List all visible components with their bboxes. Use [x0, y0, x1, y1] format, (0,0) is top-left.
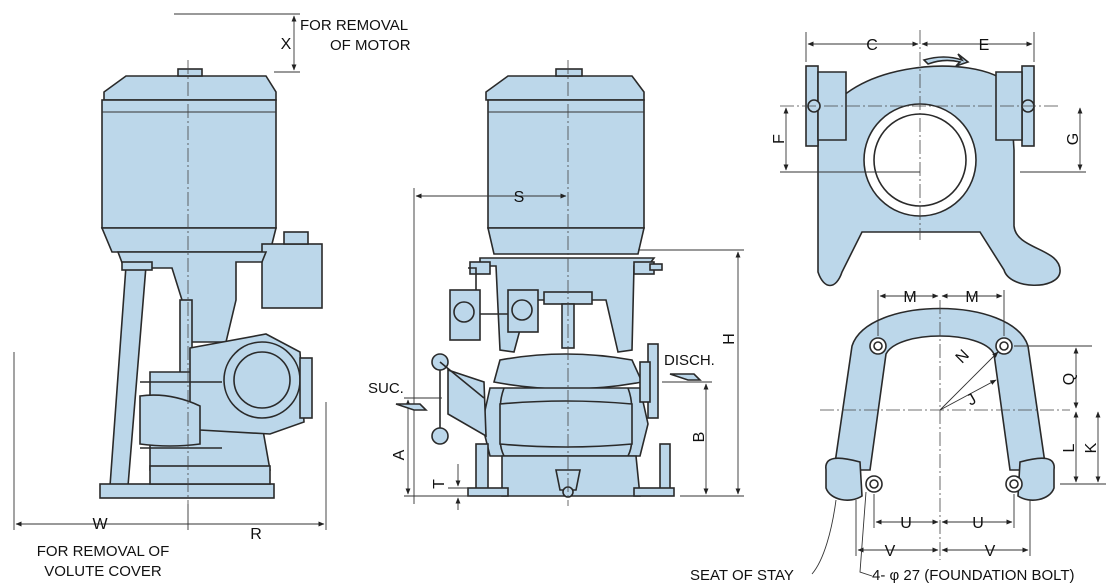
rotation-arrow-icon — [922, 53, 970, 67]
dim-t: T — [431, 479, 448, 489]
side-view-volute-eye — [223, 341, 301, 419]
dim-b: B — [691, 432, 708, 443]
side-view-motor-flange — [100, 227, 278, 253]
dim-e: E — [979, 37, 990, 54]
annotation-seat-of-stay: SEAT OF STAY — [690, 567, 794, 584]
side-view-terminal-box — [261, 243, 323, 309]
dim-v-left: V — [885, 543, 896, 560]
front-view-motor-cap-knob — [555, 68, 583, 77]
dim-f: F — [771, 134, 788, 144]
foundation-seat-left — [825, 457, 863, 501]
annotation-removal-volute-line2: VOLUTE COVER — [44, 563, 162, 580]
dim-h: H — [721, 333, 738, 345]
side-view: X FOR REMOVAL OF MOTOR W R FOR REMOVAL O… — [13, 13, 411, 580]
dim-m-right: M — [965, 289, 978, 306]
dim-m-left: M — [903, 289, 916, 306]
front-view-motor-flange — [486, 227, 646, 255]
dim-a: A — [391, 449, 408, 460]
annotation-removal-motor-line1: FOR REMOVAL — [300, 17, 408, 34]
front-view: S H A T B SUC. DISCH. — [368, 60, 744, 510]
foundation-bolt-hole-icon — [995, 337, 1013, 355]
side-view-motor-cap — [103, 75, 277, 101]
dim-u-left: U — [900, 515, 912, 532]
side-view-motor-cap-knob — [177, 68, 203, 77]
side-view-stay — [109, 265, 147, 487]
dim-x: X — [281, 36, 292, 53]
dim-v-right: V — [985, 543, 996, 560]
dim-c: C — [866, 37, 878, 54]
dim-q: Q — [1061, 373, 1078, 385]
front-view-suction-pipe — [447, 368, 487, 438]
annotation-removal-motor-line2: OF MOTOR — [330, 37, 411, 54]
foundation-view: M M N J Q L K U U V V SEAT OF STAY 4- φ … — [690, 289, 1106, 584]
dim-s: S — [514, 189, 525, 206]
plan-view: C E F G — [771, 30, 1086, 287]
foundation-seat-right — [1017, 457, 1055, 501]
dim-u-right: U — [972, 515, 984, 532]
dim-g: G — [1065, 133, 1082, 145]
side-view-motor-body — [101, 99, 277, 229]
front-view-motor-body — [487, 99, 645, 229]
side-view-base — [99, 483, 275, 499]
discharge-arrow-icon — [669, 373, 702, 381]
dim-l: L — [1061, 443, 1078, 452]
dim-j: J — [964, 391, 979, 410]
annotation-foundation-bolt: 4- φ 27 (FOUNDATION BOLT) — [872, 567, 1075, 584]
front-view-motor-cap — [485, 75, 645, 101]
foundation-bolt-hole-icon — [869, 337, 887, 355]
dim-n: N — [953, 347, 973, 367]
foundation-bolt-hole-icon — [865, 475, 883, 493]
annotation-suction: SUC. — [368, 380, 404, 397]
dim-w: W — [92, 516, 108, 533]
dim-r: R — [250, 526, 262, 543]
suction-arrow-icon — [395, 403, 428, 411]
foundation-bolt-hole-icon — [1005, 475, 1023, 493]
annotation-removal-volute-line1: FOR REMOVAL OF — [37, 543, 170, 560]
dim-k: K — [1083, 442, 1100, 453]
annotation-discharge: DISCH. — [664, 352, 715, 369]
